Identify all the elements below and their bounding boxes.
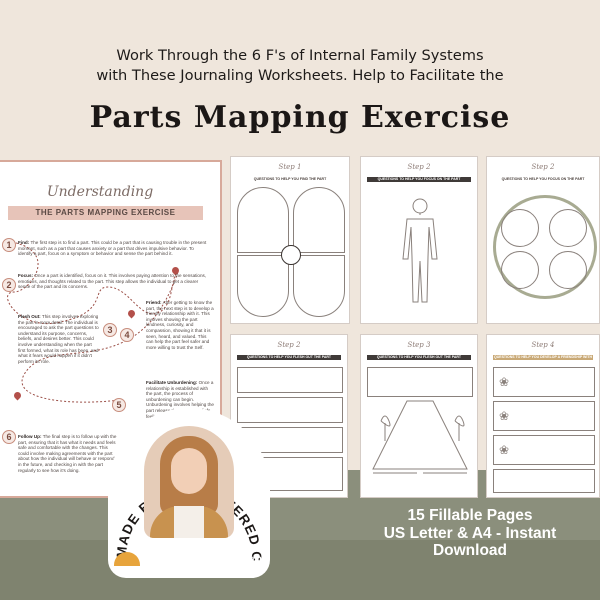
step-number: 3 <box>103 323 117 337</box>
worksheet-step-label: Step 1 <box>278 163 302 171</box>
flower-icon: ❀ <box>499 409 510 423</box>
step-number: 1 <box>2 238 16 252</box>
worksheet-focus-circles: Step 2 QUESTIONS TO HELP YOU FOCUS ON TH… <box>486 156 600 324</box>
answer-box <box>493 367 595 397</box>
avatar-shirt <box>174 506 204 538</box>
sun-icon <box>114 552 140 566</box>
worksheet-step-label: Step 2 <box>277 341 301 349</box>
step-label: Flesh Out: <box>18 314 41 319</box>
worksheet-heading: QUESTIONS TO HELP YOU FIND THE PART <box>253 177 327 181</box>
headline-line-1: Work Through the 6 F's of Internal Famil… <box>116 47 484 64</box>
step-number: 6 <box>2 430 16 444</box>
step-focus: Focus: Once a part is identified, focus … <box>18 273 208 290</box>
oval-panel <box>293 255 345 317</box>
step-text: The final step is to follow up with the … <box>18 434 117 473</box>
info-pages: 15 Fillable Pages <box>407 507 533 524</box>
step-number: 5 <box>112 398 126 412</box>
brand-logo: Gentle Observations <box>114 548 274 574</box>
outer-circle <box>493 195 597 299</box>
step-label: Follow Up: <box>18 434 42 439</box>
petal-circle <box>549 251 587 289</box>
worksheet-script-title: Understanding <box>46 184 154 200</box>
trapezoid-diagram-icon <box>372 400 468 474</box>
step-number: 2 <box>2 278 16 292</box>
answer-box <box>493 469 595 493</box>
step-text: The first step is to find a part. This c… <box>18 240 207 257</box>
step-number: 4 <box>120 328 134 342</box>
body-outline-icon <box>402 198 438 303</box>
petal-circle <box>501 251 539 289</box>
worksheet-heading: QUESTIONS TO HELP YOU FLESH OUT THE PART <box>367 355 471 360</box>
avatar <box>144 426 234 538</box>
step-follow-up: Follow Up: The final step is to follow u… <box>18 434 118 473</box>
petal-circle <box>501 209 539 247</box>
oval-panel <box>237 187 289 253</box>
step-label: Facilitate Unburdening: <box>146 380 198 385</box>
path-line-icon <box>7 241 179 403</box>
answer-box <box>237 397 343 423</box>
worksheet-step-label: Step 4 <box>531 341 555 349</box>
worksheet-banner-text: THE PARTS MAPPING EXERCISE <box>35 208 176 217</box>
worksheet-find: Step 1 QUESTIONS TO HELP YOU FIND THE PA… <box>230 156 350 324</box>
worksheet-step-label: Step 2 <box>531 163 555 171</box>
worksheet-step-label: Step 3 <box>407 341 431 349</box>
product-info: 15 Fillable Pages US Letter & A4 - Insta… <box>360 507 580 560</box>
step-label: Find: <box>18 240 30 245</box>
answer-box <box>493 435 595 465</box>
oval-panel <box>237 255 289 317</box>
worksheet-friend: Step 4 QUESTIONS TO HELP YOU DEVELOP A F… <box>486 334 600 498</box>
worksheet-heading: QUESTIONS TO HELP YOU FLESH OUT THE PART <box>237 355 341 360</box>
step-find: Find: The first step is to find a part. … <box>18 240 208 257</box>
answer-box <box>367 367 473 397</box>
bottom-stripe <box>0 540 600 600</box>
worksheet-flesh-out-floral: Step 3 QUESTIONS TO HELP YOU FLESH OUT T… <box>360 334 478 498</box>
worksheet-heading: QUESTIONS TO HELP YOU FOCUS ON THE PART <box>501 177 585 181</box>
step-friend: Friend: After getting to know the part, … <box>146 300 214 350</box>
worksheet-step-label: Step 2 <box>407 163 431 171</box>
info-format: US Letter & A4 - Instant <box>383 524 557 542</box>
worksheet-focus-body: Step 2 QUESTIONS TO HELP YOU FOCUS ON TH… <box>360 156 478 324</box>
worksheet-heading: QUESTIONS TO HELP YOU FOCUS ON THE PART <box>367 177 471 182</box>
step-label: Focus: <box>18 273 34 278</box>
avatar-face <box>171 448 207 494</box>
headline-line-2: with These Journaling Worksheets. Help t… <box>96 67 504 84</box>
step-text: After getting to know the part, the next… <box>146 300 214 350</box>
answer-box <box>237 367 343 393</box>
answer-box <box>493 401 595 431</box>
oval-panel <box>293 187 345 253</box>
worksheet-heading: QUESTIONS TO HELP YOU DEVELOP A FRIENDSH… <box>493 355 593 364</box>
step-text: This step involves exploring the part in… <box>18 314 99 364</box>
petal-circle <box>549 209 587 247</box>
flower-icon: ❀ <box>499 443 510 457</box>
flower-icon: ❀ <box>499 375 510 389</box>
step-flesh-out: Flesh Out: This step involves exploring … <box>18 314 100 364</box>
worksheet-banner <box>8 206 203 220</box>
info-download: Download <box>432 542 508 559</box>
step-text: Once a part is identified, focus on it. … <box>18 273 207 290</box>
headline: Work Through the 6 F's of Internal Famil… <box>0 46 600 86</box>
main-title: Parts Mapping Exercise <box>89 100 511 135</box>
brand-name: Gentle Observations <box>144 552 269 566</box>
target-icon <box>281 245 301 265</box>
step-label: Friend: <box>146 300 162 305</box>
